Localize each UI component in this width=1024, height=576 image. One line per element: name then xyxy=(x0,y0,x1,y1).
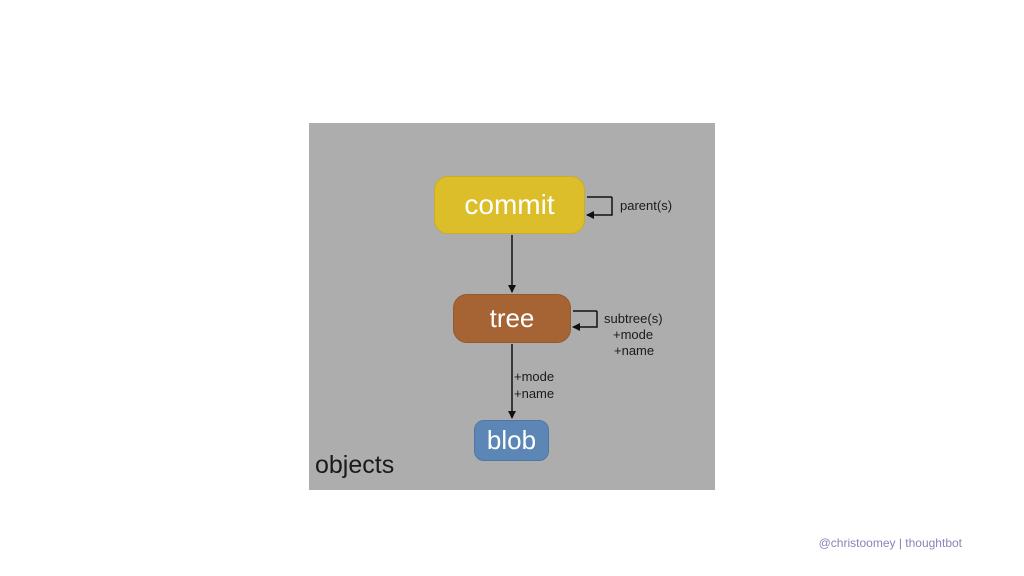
tree-subtrees-name-label: +name xyxy=(614,343,655,358)
blob-node: blob xyxy=(474,420,549,461)
tree-node: tree xyxy=(453,294,571,343)
tree-blob-name-label: +name xyxy=(514,386,555,401)
edge-commit-self-loop xyxy=(586,197,613,219)
footer-credit: @christoomey | thoughtbot xyxy=(818,536,962,550)
commit-node: commit xyxy=(434,176,585,234)
tree-subtrees-label: subtree(s) xyxy=(604,311,663,326)
panel-title: objects xyxy=(315,451,395,479)
tree-subtrees-mode-label: +mode xyxy=(613,327,654,342)
edge-tree-self-loop xyxy=(572,311,598,331)
commit-parents-label: parent(s) xyxy=(620,198,673,213)
diagram-arrows xyxy=(508,196,613,419)
objects-diagram-panel: commit tree blob parent(s) subtree(s) +m… xyxy=(309,123,715,490)
tree-blob-mode-label: +mode xyxy=(514,369,555,384)
